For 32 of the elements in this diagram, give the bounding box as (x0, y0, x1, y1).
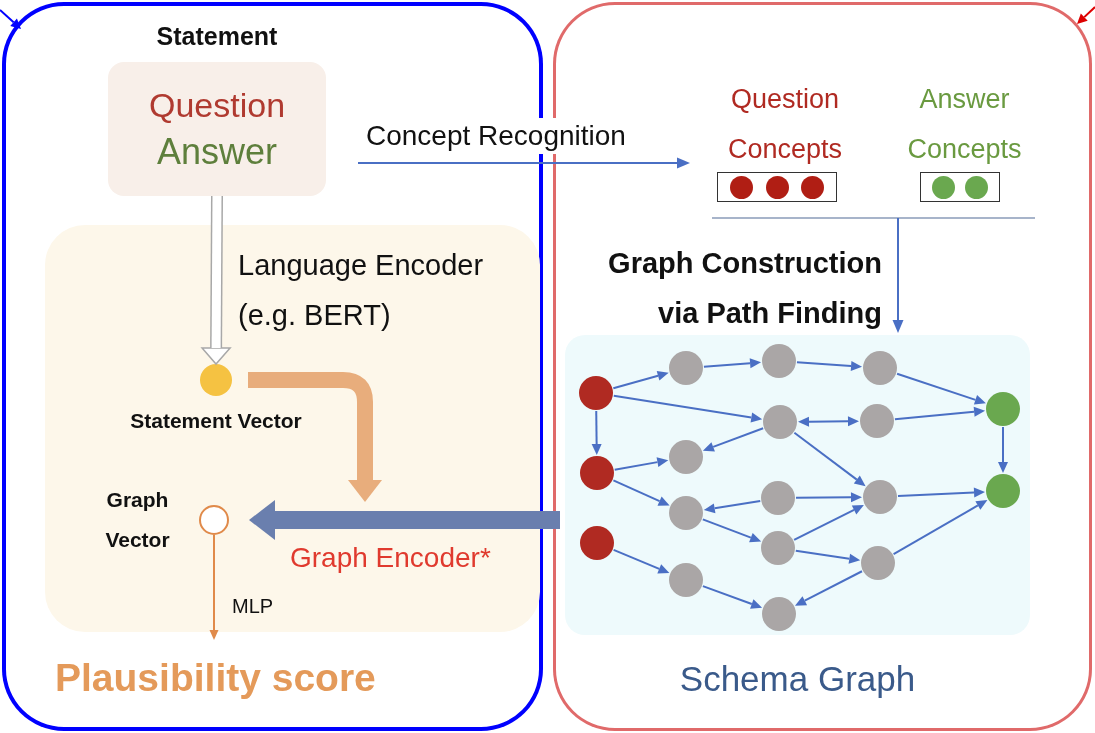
output-label: Plausibility score (55, 640, 475, 715)
edge-label: MLP (232, 594, 275, 619)
graph-node (863, 351, 897, 385)
graph-node (863, 480, 897, 514)
vector-label: Statement Vector (130, 408, 302, 434)
graph-node (762, 344, 796, 378)
edge-label: Language Encoder (e.g. BERT) (238, 248, 485, 333)
graph-node (669, 440, 703, 474)
graph-node (669, 351, 703, 385)
graph-node (669, 563, 703, 597)
edge-label: Graph Encoder* (290, 541, 492, 575)
graph-node (761, 531, 795, 565)
graph-node (860, 404, 894, 438)
graph-node (861, 546, 895, 580)
graph-node (580, 456, 614, 490)
encoder-region (45, 225, 540, 632)
edge-label: Graph Construction via Path Finding (607, 246, 882, 331)
graph-node (986, 392, 1020, 426)
statement-text: Question (148, 85, 286, 126)
schema-graph-title: Schema Graph (678, 659, 917, 699)
statement-text: Answer (156, 129, 277, 173)
graph-node (761, 481, 795, 515)
graph-node (762, 597, 796, 631)
graph-node (669, 496, 703, 530)
graph-node (580, 526, 614, 560)
graph-node (579, 376, 613, 410)
vector-label: Graph Vector (104, 487, 171, 553)
concept-set (717, 172, 837, 202)
statement-heading: Statement (155, 22, 279, 51)
graph-node (986, 474, 1020, 508)
graph-node (763, 405, 797, 439)
concept-set (920, 172, 1000, 202)
